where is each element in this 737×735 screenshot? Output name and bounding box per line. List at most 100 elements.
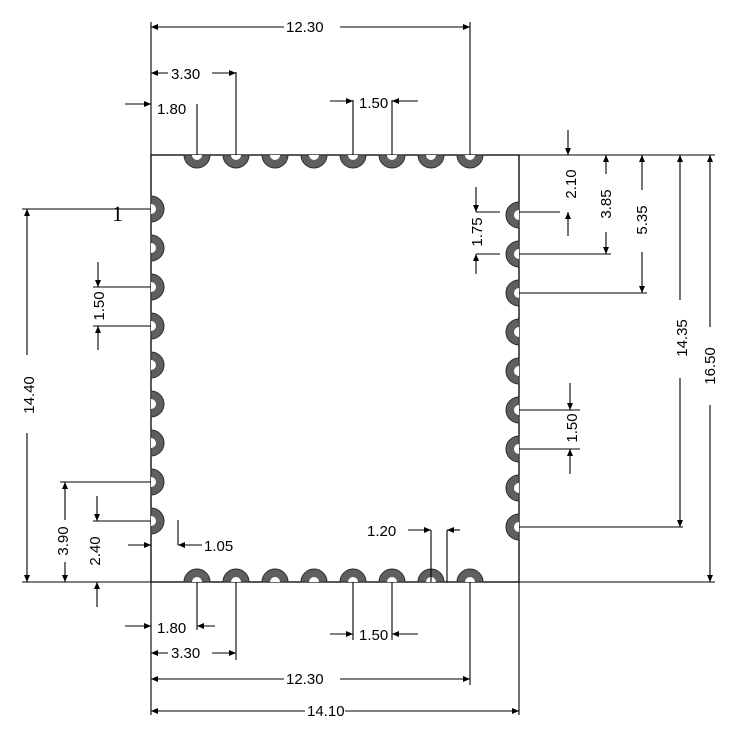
left-pad — [150, 507, 165, 535]
dimension-lines — [22, 22, 715, 715]
top-pad-hole — [309, 155, 319, 160]
dimension-arrow — [707, 155, 713, 162]
dimension-arrow — [178, 542, 185, 548]
bottom-pad-hole — [231, 577, 241, 582]
top-pad — [417, 154, 445, 169]
dim-right-16-50: 16.50 — [702, 347, 719, 385]
bottom-pad-hole — [348, 577, 358, 582]
top-pad — [261, 154, 289, 169]
dim-top-overall: 12.30 — [286, 19, 324, 36]
left-pad — [150, 273, 165, 301]
dimension-arrow — [473, 205, 479, 212]
right-pad-hole — [514, 210, 519, 220]
dimension-arrow — [94, 582, 100, 589]
right-pad-hole — [514, 444, 519, 454]
right-pad — [505, 474, 520, 502]
right-pad-hole — [514, 405, 519, 415]
left-pad — [150, 429, 165, 457]
top-pad — [378, 154, 406, 169]
left-pad — [150, 234, 165, 262]
right-pad-hole — [514, 366, 519, 376]
dim-bottom-1-80: 1.80 — [157, 620, 186, 637]
right-pad — [505, 318, 520, 346]
dimension-arrow — [95, 280, 101, 287]
right-pad — [505, 513, 520, 541]
dimension-arrow — [197, 623, 204, 629]
dim-top-pitch: 1.50 — [359, 95, 388, 112]
dimension-arrow — [473, 254, 479, 261]
bottom-pad — [222, 568, 250, 583]
right-pad — [505, 240, 520, 268]
dimension-arrow — [24, 575, 30, 582]
top-pad — [456, 154, 484, 169]
dimension-arrow — [677, 155, 683, 162]
dimension-arrow — [144, 101, 151, 107]
right-pad-hole — [514, 288, 519, 298]
right-pad — [505, 357, 520, 385]
dim-top-3-30: 3.30 — [171, 66, 200, 83]
dimension-arrow — [567, 403, 573, 410]
dimension-arrow — [95, 326, 101, 333]
dim-right-2-10: 2.10 — [563, 169, 580, 198]
dimension-arrow — [144, 623, 151, 629]
right-pad-hole — [514, 249, 519, 259]
dimension-arrow — [346, 98, 353, 104]
bottom-pad — [183, 568, 211, 583]
left-pad-hole — [151, 477, 156, 487]
top-pad — [222, 154, 250, 169]
top-pad — [183, 154, 211, 169]
dimension-arrow — [565, 148, 571, 155]
right-pad — [505, 279, 520, 307]
dim-bottom-1-20: 1.20 — [367, 523, 396, 540]
left-pad — [150, 195, 165, 223]
top-pad — [300, 154, 328, 169]
dim-left-14-40: 14.40 — [21, 376, 38, 414]
dimension-arrow — [151, 70, 158, 76]
bottom-pad — [261, 568, 289, 583]
dim-left-2-40: 2.40 — [87, 536, 104, 565]
dim-bottom-14-10: 14.10 — [307, 703, 345, 720]
top-pad-hole — [270, 155, 280, 160]
top-pad-hole — [387, 155, 397, 160]
left-pad-hole — [151, 282, 156, 292]
top-pad-hole — [426, 155, 436, 160]
left-pad-hole — [151, 438, 156, 448]
bottom-pad — [378, 568, 406, 583]
dimension-arrow — [392, 631, 399, 637]
dimension-arrow — [565, 212, 571, 219]
dimension-arrow — [229, 70, 236, 76]
dim-left-3-90: 3.90 — [55, 526, 72, 555]
top-pad-hole — [348, 155, 358, 160]
top-pad-hole — [465, 155, 475, 160]
dim-left-1-05: 1.05 — [204, 538, 233, 555]
dim-right-3-85: 3.85 — [598, 189, 615, 218]
dim-left-pitch: 1.50 — [91, 291, 108, 320]
left-pad — [150, 390, 165, 418]
dimension-arrow — [603, 155, 609, 162]
dimension-arrow — [677, 520, 683, 527]
dimension-arrow — [151, 650, 158, 656]
castellated-pads — [150, 154, 520, 583]
left-pad-hole — [151, 516, 156, 526]
bottom-pad — [300, 568, 328, 583]
left-pad-hole — [151, 360, 156, 370]
dimension-arrow — [151, 708, 158, 714]
dimension-arrow — [639, 155, 645, 162]
top-pad — [339, 154, 367, 169]
dim-right-5-35: 5.35 — [634, 205, 651, 234]
dimension-arrow — [346, 631, 353, 637]
right-pad — [505, 435, 520, 463]
dimension-arrow — [94, 514, 100, 521]
left-pad — [150, 312, 165, 340]
dimension-arrow — [151, 24, 158, 30]
dim-right-1-75: 1.75 — [469, 217, 486, 246]
dimension-arrow — [62, 575, 68, 582]
left-pad — [150, 351, 165, 379]
left-pad-hole — [151, 399, 156, 409]
bottom-pad-hole — [192, 577, 202, 582]
right-pad — [505, 396, 520, 424]
dimension-arrow — [392, 98, 399, 104]
dimension-arrow — [62, 482, 68, 489]
dimension-arrow — [512, 708, 519, 714]
top-pad-hole — [231, 155, 241, 160]
